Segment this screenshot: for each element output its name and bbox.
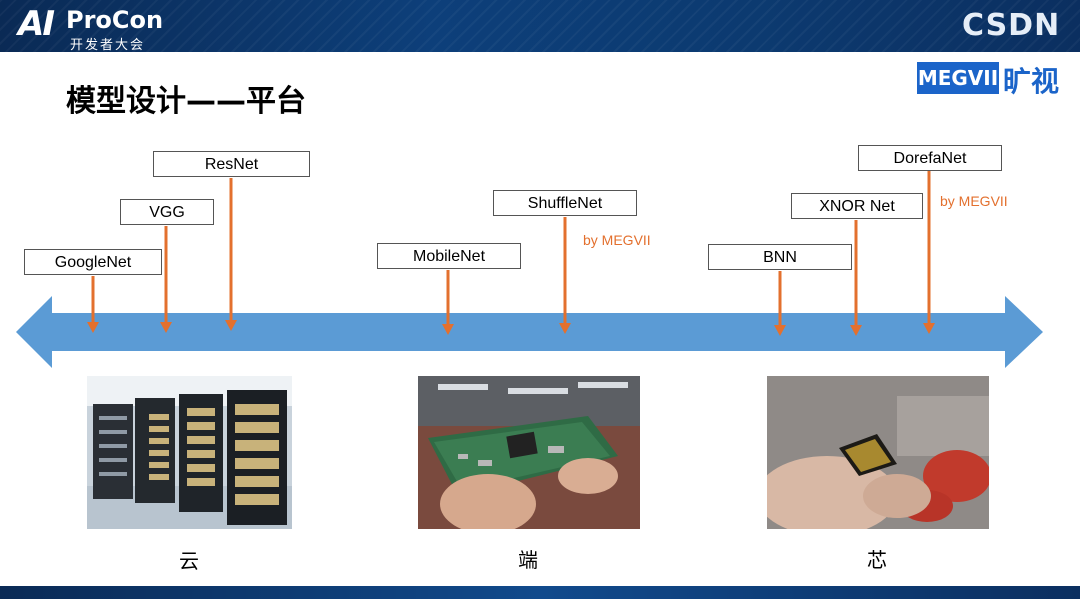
- pointer-googlenet: [87, 276, 99, 333]
- label-xnor-net: XNOR Net: [791, 193, 923, 219]
- pointer-bnn: [774, 271, 786, 336]
- label-vgg: VGG: [120, 199, 214, 225]
- label-mobilenet: MobileNet: [377, 243, 521, 269]
- pointer-shufflenet: [559, 217, 571, 334]
- footer-banner: [0, 586, 1080, 599]
- caption-edge: 端: [518, 544, 538, 573]
- note-shufflenet: by MEGVII: [583, 232, 651, 248]
- caption-cloud: 云: [179, 545, 199, 574]
- pointer-vgg: [160, 226, 172, 333]
- note-dorefanet: by MEGVII: [940, 193, 1008, 209]
- pointer-resnet: [225, 178, 237, 331]
- photo-circuit-board: [418, 376, 640, 529]
- label-dorefanet: DorefaNet: [858, 145, 1002, 171]
- pointer-dorefanet: [923, 171, 935, 334]
- label-shufflenet: ShuffleNet: [493, 190, 637, 216]
- caption-chip: 芯: [867, 544, 887, 573]
- label-resnet: ResNet: [153, 151, 310, 177]
- pointer-xnor: [850, 220, 862, 336]
- photo-server-racks: [87, 376, 292, 529]
- label-googlenet: GoogleNet: [24, 249, 162, 275]
- label-bnn: BNN: [708, 244, 852, 270]
- pointer-mobilenet: [442, 270, 454, 335]
- photo-chip: [767, 376, 989, 529]
